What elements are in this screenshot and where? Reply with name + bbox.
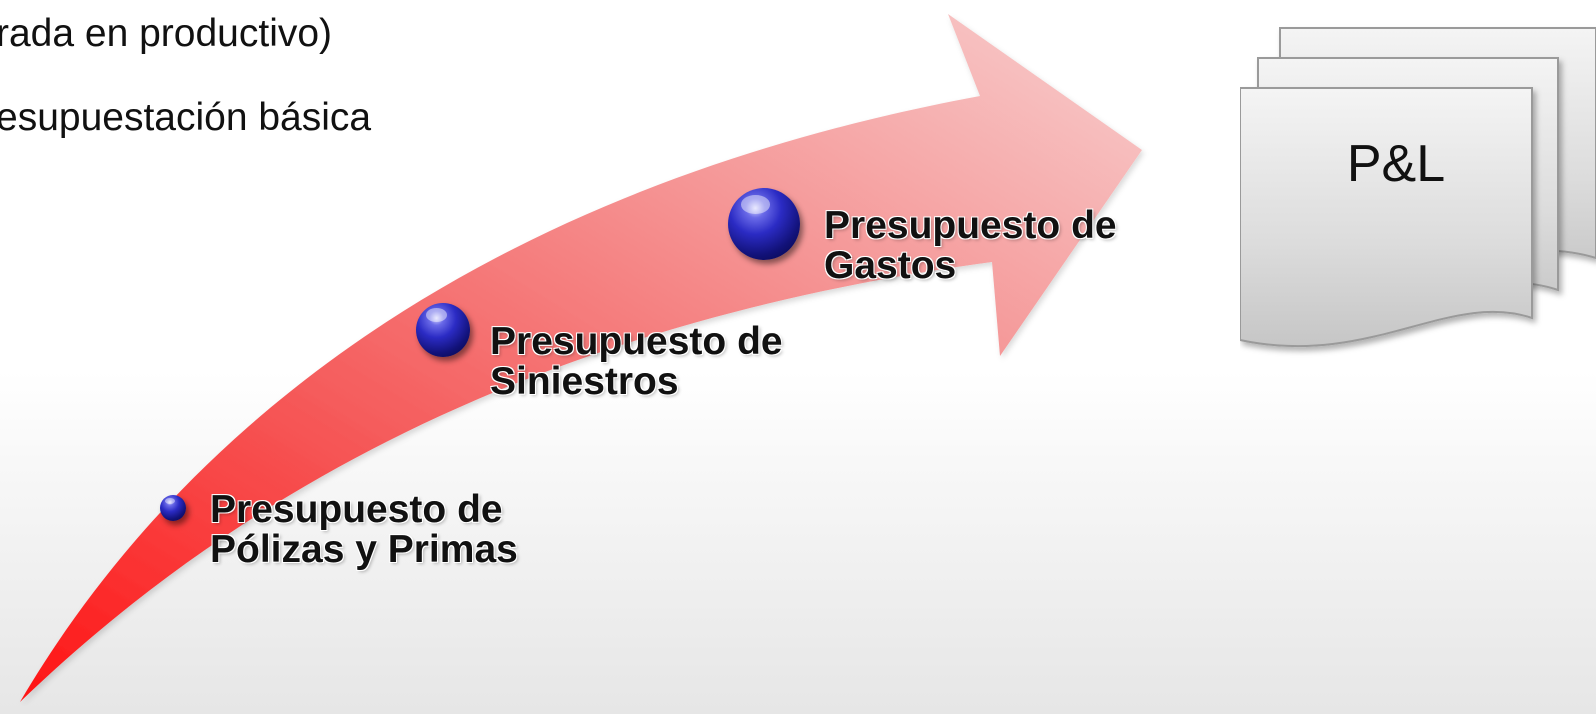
stage-label-line: Siniestros [490, 360, 679, 403]
stage-orb-medium [416, 303, 470, 357]
stage-label-line: Presupuesto de [824, 204, 1117, 247]
stage-orb-large [728, 188, 800, 260]
stage-label-line: Presupuesto de [210, 488, 503, 531]
stage-label-line: Gastos [824, 244, 957, 287]
document-sheet-front [1240, 87, 1533, 348]
stage-label-gastos: Presupuesto de Gastos [824, 206, 1117, 286]
stage-orb-small [160, 495, 186, 521]
stage-label-line: Pólizas y Primas [210, 528, 518, 571]
document-title: P&L [1346, 135, 1446, 193]
stage-label-siniestros: Presupuesto de Siniestros [490, 322, 783, 402]
bullet-text-1: rada en productivo) [0, 12, 333, 55]
document-stack-icon [1240, 27, 1596, 348]
stage-label-polizas: Presupuesto de Pólizas y Primas [210, 490, 518, 570]
stage-label-line: Presupuesto de [490, 320, 783, 363]
bullet-text-2: esupuestación básica [0, 96, 372, 139]
arrow-body [20, 14, 1142, 702]
